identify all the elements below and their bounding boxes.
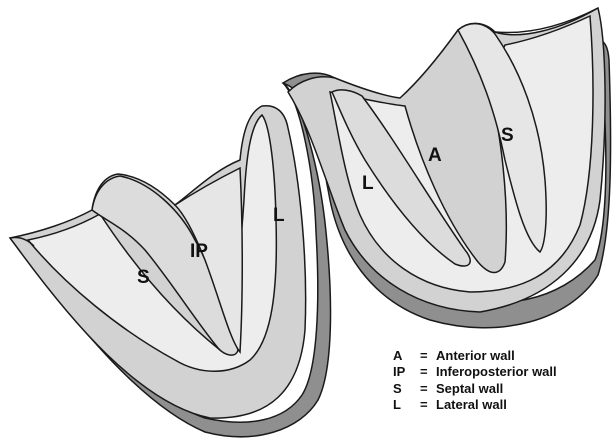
- legend-text: Septal wall: [436, 381, 503, 396]
- legend: A = Anterior wall IP = Inferoposterior w…: [393, 347, 609, 413]
- legend-row-septal: S = Septal wall: [393, 380, 609, 397]
- label-left-lateral: L: [273, 206, 285, 225]
- legend-text: Lateral wall: [436, 397, 507, 412]
- legend-abbr: IP: [393, 364, 420, 379]
- legend-equals: =: [420, 364, 436, 379]
- label-right-septal: S: [501, 126, 514, 145]
- legend-abbr: S: [393, 381, 420, 396]
- legend-row-lateral: L = Lateral wall: [393, 397, 609, 414]
- legend-equals: =: [420, 397, 436, 412]
- right-ventricle-half: [283, 8, 611, 328]
- legend-text: Anterior wall: [436, 348, 515, 363]
- label-right-lateral: L: [362, 174, 374, 193]
- legend-abbr: A: [393, 348, 420, 363]
- label-right-anterior: A: [428, 146, 442, 165]
- legend-text: Inferoposterior wall: [436, 364, 557, 379]
- label-left-inferoposterior: IP: [190, 242, 208, 261]
- legend-row-anterior: A = Anterior wall: [393, 347, 609, 364]
- legend-abbr: L: [393, 397, 420, 412]
- legend-equals: =: [420, 348, 436, 363]
- legend-row-inferoposterior: IP = Inferoposterior wall: [393, 364, 609, 381]
- legend-equals: =: [420, 381, 436, 396]
- left-ventricle-half: [10, 83, 331, 437]
- label-left-septal: S: [137, 268, 150, 287]
